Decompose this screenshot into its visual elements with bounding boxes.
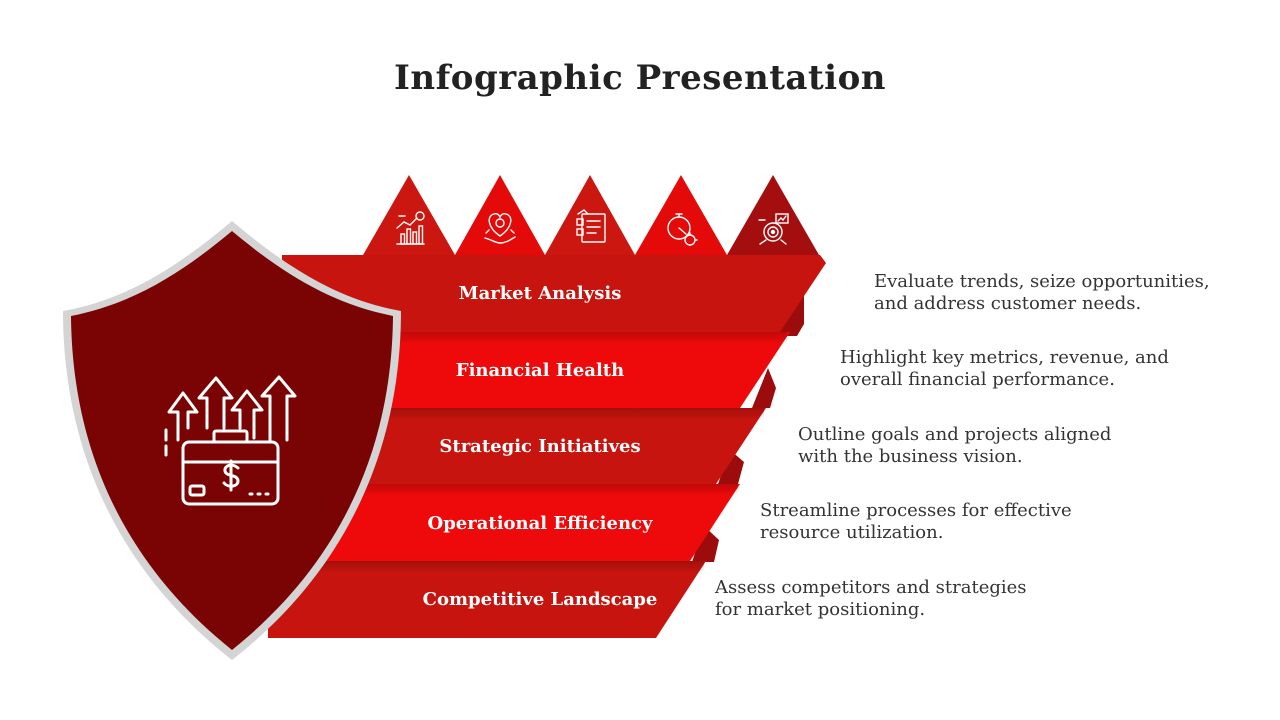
band-label-5: Competitive Landscape xyxy=(423,589,658,610)
band-label-2: Financial Health xyxy=(456,360,624,381)
description-line: Outline goals and projects aligned xyxy=(798,424,1112,445)
description-line: Assess competitors and strategies xyxy=(715,577,1027,598)
description-line: and address customer needs. xyxy=(874,293,1142,314)
band-label-3: Strategic Initiatives xyxy=(439,436,640,457)
band-label-4: Operational Efficiency xyxy=(428,513,654,534)
icon-triangles xyxy=(363,175,819,255)
description-line: Highlight key metrics, revenue, and xyxy=(840,347,1169,368)
heart-money-hand-icon xyxy=(484,213,516,244)
description-competitive-landscape: Assess competitors and strategies for ma… xyxy=(715,577,1135,621)
description-strategic-initiatives: Outline goals and projects aligned with … xyxy=(798,424,1218,468)
page-title: Infographic Presentation xyxy=(394,58,886,98)
description-line: with the business vision. xyxy=(798,446,1023,467)
band-labels: Market Analysis Financial Health Strateg… xyxy=(423,283,658,610)
report-checklist-icon xyxy=(576,209,606,243)
description-line: Streamline processes for effective xyxy=(760,500,1072,521)
briefcase-growth-icon xyxy=(164,375,297,506)
bands xyxy=(268,255,826,638)
target-analytics-icon xyxy=(758,213,789,245)
stopwatch-gear-icon xyxy=(667,213,698,246)
description-market-analysis: Evaluate trends, seize opportunities, an… xyxy=(874,271,1280,315)
growth-chart-icon xyxy=(396,211,425,245)
band-competitive-landscape xyxy=(268,561,706,638)
description-operational-efficiency: Streamline processes for effective resou… xyxy=(760,500,1180,544)
band-market-analysis xyxy=(282,255,826,332)
band-operational-efficiency xyxy=(282,484,740,561)
triangle-5 xyxy=(727,175,819,255)
triangle-3 xyxy=(545,175,635,255)
band-financial-health xyxy=(282,332,790,408)
description-line: resource utilization. xyxy=(760,522,944,543)
triangle-4 xyxy=(635,175,727,255)
triangle-1 xyxy=(363,175,455,255)
description-line: Evaluate trends, seize opportunities, xyxy=(874,271,1210,292)
band-strategic-initiatives xyxy=(282,408,766,484)
description-line: for market positioning. xyxy=(715,599,926,620)
description-line: overall financial performance. xyxy=(840,369,1115,390)
description-financial-health: Highlight key metrics, revenue, and over… xyxy=(840,347,1260,391)
triangle-2 xyxy=(455,175,545,255)
band-label-1: Market Analysis xyxy=(459,283,622,304)
shield xyxy=(63,221,401,660)
